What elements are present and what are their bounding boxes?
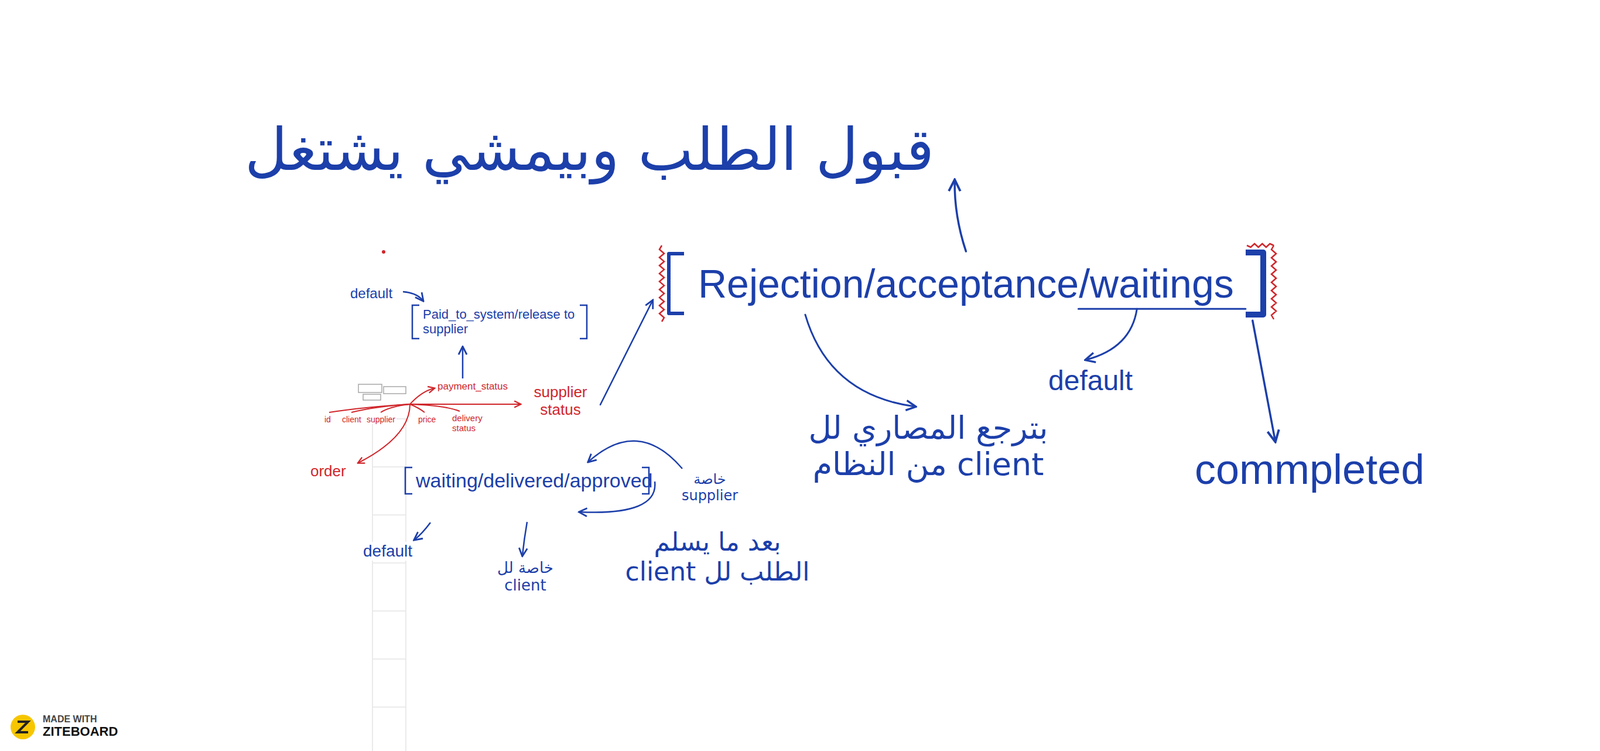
table-sketch bbox=[358, 384, 406, 400]
bracket bbox=[412, 305, 420, 339]
ink-dot bbox=[381, 250, 386, 254]
scope-note: خاصة لل client bbox=[491, 559, 559, 595]
ink-arrow bbox=[1252, 320, 1276, 441]
red-highlight bbox=[1246, 243, 1277, 320]
faint-grid bbox=[372, 418, 406, 751]
field-name: id bbox=[323, 414, 333, 425]
red-highlight bbox=[659, 245, 665, 322]
field-name: client bbox=[340, 414, 363, 425]
ink-arrow bbox=[805, 314, 915, 407]
node-text: Rejection/acceptance/waitings bbox=[698, 260, 1234, 307]
bracket bbox=[641, 467, 649, 494]
note-heading: قبول الطلب وبيمشي يشتغل bbox=[244, 115, 935, 184]
delivery-group: waiting/delivered/approved bbox=[402, 465, 652, 496]
bracket bbox=[405, 467, 413, 494]
ziteboard-logo bbox=[10, 714, 36, 740]
ink-arrow bbox=[1086, 308, 1137, 360]
bracket bbox=[668, 253, 685, 314]
node-text: Paid_to_system/release to supplier bbox=[422, 306, 577, 337]
field-name: supplier bbox=[365, 414, 397, 425]
ink-arrow bbox=[954, 180, 966, 252]
red-fan bbox=[329, 388, 521, 463]
field-name: payment_status bbox=[436, 380, 509, 393]
node-text: waiting/delivered/approved bbox=[415, 469, 639, 492]
field-name: price bbox=[416, 414, 437, 425]
bracket bbox=[1245, 252, 1264, 315]
payment-group: Paid_to_system/release to supplier bbox=[409, 303, 590, 341]
table-name: order bbox=[309, 462, 348, 481]
default-note: default bbox=[361, 541, 414, 561]
watermark: MADE WITH bbox=[42, 713, 97, 725]
scope-note: خاصة supplier bbox=[667, 471, 752, 504]
default-note: default bbox=[350, 285, 393, 302]
blue-arrows bbox=[402, 291, 683, 556]
ink-arrow bbox=[600, 301, 653, 405]
refund-note: بترجع المصاري لل client من النظام bbox=[793, 409, 1063, 483]
state-label: commpleted bbox=[1194, 445, 1425, 494]
status-group: Rejection/acceptance/waitings bbox=[655, 248, 1277, 319]
bracket bbox=[579, 305, 587, 339]
default-note: default bbox=[1048, 364, 1133, 397]
underline bbox=[1078, 308, 1246, 310]
watermark: ZITEBOARD bbox=[42, 723, 118, 739]
timing-note: بعد ما يسلم الطلب لل client bbox=[623, 527, 812, 587]
field-name: delivery status bbox=[450, 412, 495, 434]
field-name: supplier status bbox=[524, 383, 597, 419]
